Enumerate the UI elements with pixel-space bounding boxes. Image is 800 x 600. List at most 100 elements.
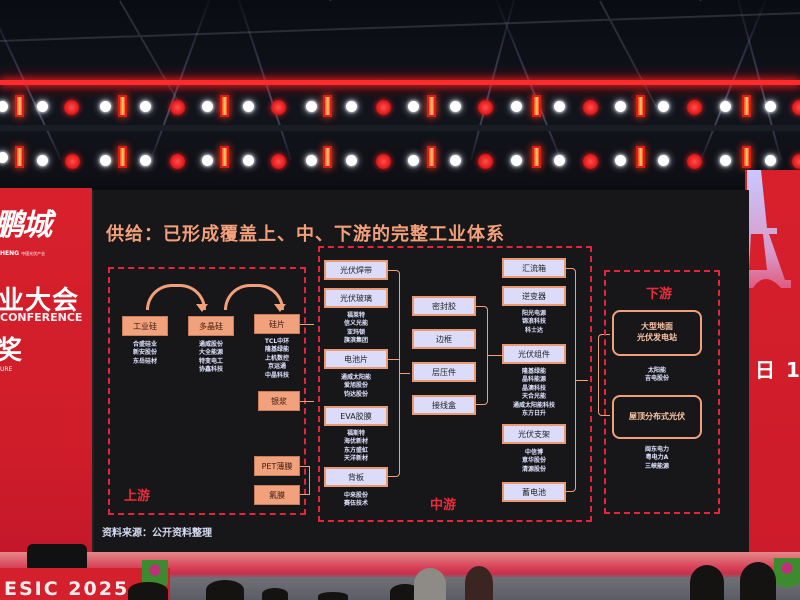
white-spotlight	[765, 155, 776, 166]
company-name: 通威股份	[198, 341, 223, 348]
amber-led-bar	[742, 146, 751, 168]
audience-head	[465, 566, 493, 600]
company-name: 闽东电力	[644, 446, 669, 453]
connector-line	[400, 373, 410, 374]
light-row-lower	[0, 143, 800, 173]
flower-plant	[774, 558, 800, 592]
audience-head	[390, 584, 420, 600]
component-box-ribbon: 光伏焊带	[324, 260, 388, 280]
company-name: 天洋新材	[343, 455, 368, 463]
white-spotlight	[243, 101, 254, 112]
chain-box-industrial-silicon: 工业硅	[122, 316, 168, 336]
downstream-zone	[604, 270, 720, 514]
red-par-light	[376, 154, 391, 169]
amber-led-bar	[220, 146, 229, 168]
red-par-light	[64, 100, 79, 115]
company-name: 大全能源	[198, 349, 223, 357]
chain-box-polysilicon: 多晶硅	[188, 316, 234, 336]
red-par-light	[65, 154, 80, 169]
application-name-line: 屋顶分布式光伏	[629, 411, 685, 421]
amber-led-bar	[118, 95, 127, 117]
company-list: TCL中环 隆基绿能 上机数控 京运通 中晶科技	[254, 338, 300, 380]
audience-head	[128, 582, 168, 600]
amber-led-bar	[532, 146, 541, 168]
component-box-laminate: 层压件	[412, 362, 476, 382]
company-name: 福斯特	[346, 430, 365, 437]
application-box-rooftop-distributed: 屋顶分布式光伏	[612, 395, 702, 439]
component-box-pv-module: 光伏组件	[502, 344, 566, 364]
connector-line	[300, 401, 314, 402]
amber-led-bar	[636, 95, 645, 117]
ceiling-lighting-rig	[0, 0, 800, 185]
white-spotlight	[615, 155, 626, 166]
company-list: 通威太阳能 爱旭股份 钧达股份	[324, 374, 388, 399]
eiffel-tower-graphic	[747, 170, 791, 288]
connector-bracket	[476, 306, 488, 405]
company-name: 东方日升	[521, 409, 546, 417]
company-name: 锦浪科技	[521, 318, 546, 326]
amber-led-bar	[636, 146, 645, 168]
amber-led-bar	[427, 95, 436, 117]
connector-bracket	[388, 270, 400, 477]
downstream-label: 下游	[646, 287, 673, 302]
company-name: 协鑫科技	[198, 366, 223, 374]
white-spotlight	[0, 152, 8, 163]
white-spotlight	[658, 101, 669, 112]
white-spotlight	[658, 155, 669, 166]
chain-box-wafer: 硅片	[254, 314, 300, 334]
company-name: 晶科能源	[521, 376, 546, 384]
audience-head	[262, 588, 288, 600]
audience-head	[318, 592, 348, 600]
company-list: 中信博 意华股份 清源股份	[502, 449, 566, 474]
banner-logo-sub: HENG 中国光伏产业	[0, 250, 45, 257]
white-spotlight	[100, 101, 111, 112]
white-spotlight	[0, 101, 8, 112]
component-box-mounting: 光伏支架	[502, 424, 566, 444]
company-list: 通威股份 大全能源 特变电工 协鑫科技	[188, 341, 234, 375]
company-name: 东方盛虹	[343, 446, 368, 454]
amber-led-bar	[427, 146, 436, 168]
component-box-battery: 蓄电池	[502, 482, 566, 502]
company-name: 科士达	[524, 326, 543, 334]
white-spotlight	[554, 155, 565, 166]
red-par-light	[583, 100, 598, 115]
stage-front-text: ESIC 2025	[4, 578, 130, 600]
banner-right-text: 日 1	[755, 358, 800, 382]
company-name: 京运通	[267, 363, 286, 371]
amber-led-bar	[532, 95, 541, 117]
white-spotlight	[306, 155, 317, 166]
component-box-cell: 电池片	[324, 349, 388, 369]
company-name: 特变电工	[198, 357, 223, 365]
rig-bar	[0, 125, 800, 131]
company-name: 清源股份	[521, 465, 546, 473]
audience-head	[414, 568, 446, 600]
truss-beam	[119, 0, 181, 106]
truss-beam	[699, 0, 753, 2]
material-box-pet-film: PET薄膜	[254, 456, 300, 476]
midstream-zone	[318, 246, 592, 522]
white-spotlight	[720, 155, 731, 166]
amber-led-bar	[15, 95, 24, 117]
banner-english-2: URE	[0, 366, 13, 373]
connector-line	[488, 355, 502, 356]
company-name: 福莱特	[346, 312, 365, 319]
company-name: 太阳能	[647, 367, 666, 374]
amber-led-bar	[118, 146, 127, 168]
white-spotlight	[450, 155, 461, 166]
company-list: 合盛硅业 新安股份 东岳硅材	[122, 341, 168, 366]
material-box-silver-paste: 银浆	[258, 391, 300, 411]
component-box-eva-film: EVA胶膜	[324, 406, 388, 426]
white-spotlight	[346, 155, 357, 166]
red-par-light	[170, 100, 185, 115]
white-spotlight	[140, 155, 151, 166]
white-spotlight	[202, 155, 213, 166]
truss-beam	[329, 0, 391, 2]
application-name-line: 大型地面	[641, 322, 673, 332]
truss-beam	[0, 11, 800, 42]
upstream-zone	[108, 267, 306, 515]
white-spotlight	[408, 101, 419, 112]
connector-line	[388, 359, 400, 360]
company-name: 中来股份	[343, 492, 368, 499]
slide-source-note: 资料来源：公开资料整理	[102, 528, 212, 539]
component-box-sealant: 密封胶	[412, 296, 476, 316]
